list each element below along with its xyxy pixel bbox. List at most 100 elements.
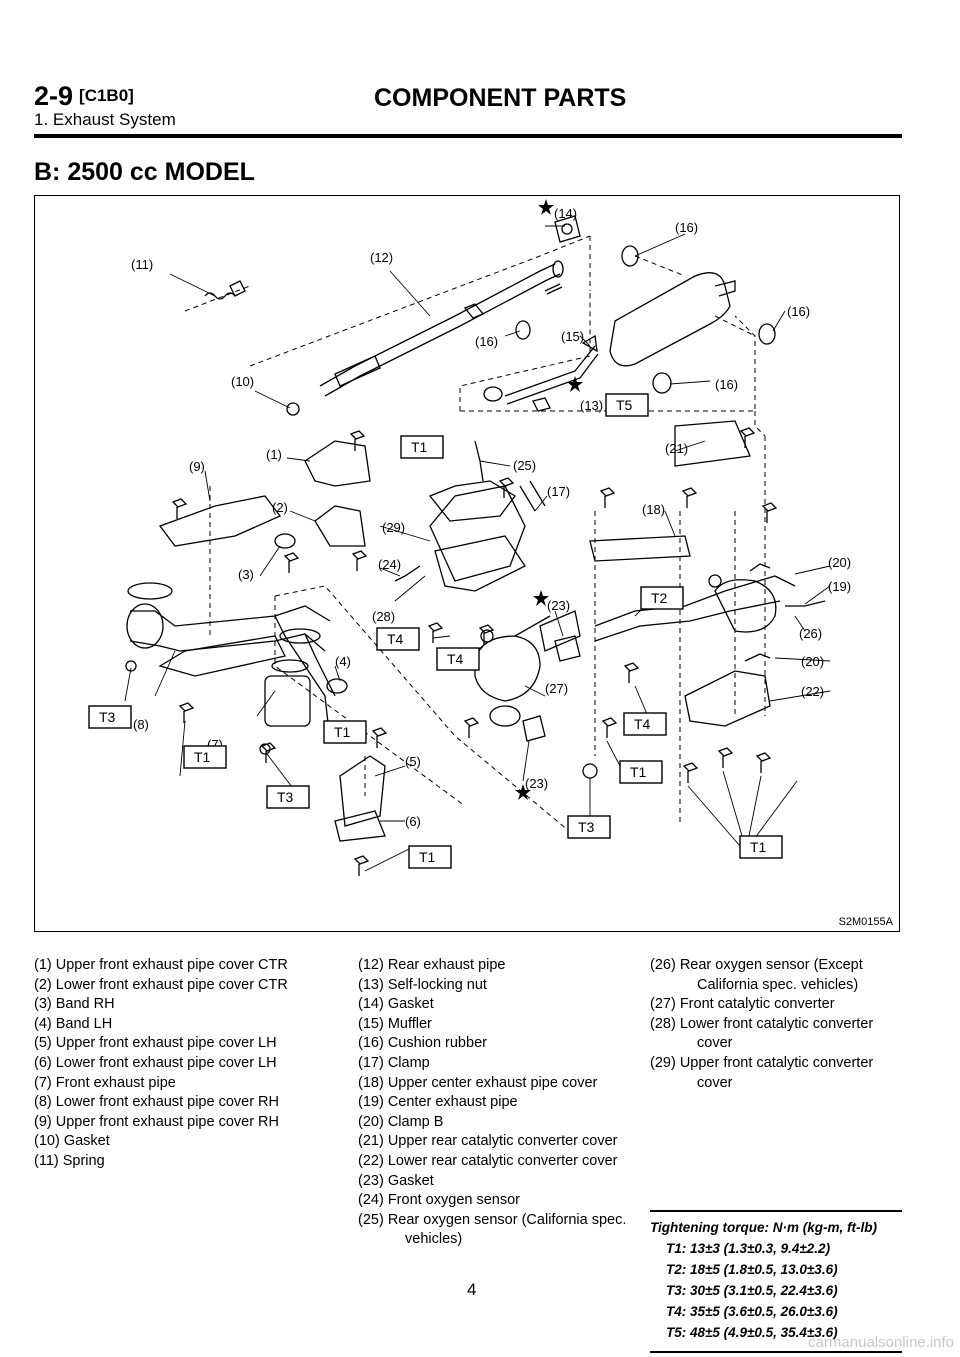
front-exhaust-pipe (126, 582, 336, 742)
torque-label-text: T4 (634, 716, 651, 732)
legend-item: (27) Front catalytic converter (650, 996, 835, 1013)
self-locking-nut (532, 397, 551, 412)
torque-label-box: T1 (400, 435, 444, 459)
section-tag: [C1B0] (79, 86, 134, 105)
legend-item: (4) Band LH (34, 1015, 113, 1032)
front-catalytic-converter (429, 485, 581, 727)
legend-item: (7) Front exhaust pipe (34, 1074, 176, 1091)
torque-label-box: T4 (623, 712, 667, 736)
page-subtitle: 1. Exhaust System (34, 110, 176, 129)
lower-front-exhaust-pipe-cover-rh (158, 635, 286, 677)
callout-label: (26) (799, 626, 822, 641)
callout-label: (10) (231, 374, 254, 389)
callout-label: (23) (525, 776, 548, 791)
upper-front-exhaust-pipe-cover-rh (158, 495, 282, 547)
legend-item: (29) Upper front catalytic converter cov… (650, 1054, 874, 1091)
legend-item: (25) Rear oxygen sensor (California spec… (358, 1211, 627, 1248)
torque-label-text: T1 (411, 439, 428, 455)
legend-item: (18) Upper center exhaust pipe cover (358, 1074, 598, 1091)
legend-item: (14) Gasket (358, 996, 434, 1013)
footer-watermark: carmanualsonline.info (808, 1334, 954, 1351)
callout-label: (24) (378, 557, 401, 572)
torque-label-box: T3 (88, 705, 132, 729)
center-exhaust-pipe (589, 535, 796, 642)
page-number: 4 (467, 1280, 477, 1299)
legend-item: (17) Clamp (358, 1054, 430, 1071)
torque-label-box: T5 (605, 393, 649, 417)
rear-exhaust-pipe (319, 260, 564, 397)
legend-item: (28) Lower front catalytic converter cov… (650, 1015, 874, 1052)
clamp-b-lower (744, 653, 771, 662)
callout-label: (5) (405, 754, 421, 769)
torque-label-box: T1 (323, 720, 367, 744)
callout-label: (6) (405, 814, 421, 829)
legend-item: (8) Lower front exhaust pipe cover RH (34, 1094, 279, 1111)
front-oxygen-sensor (394, 565, 421, 582)
legend-item: (10) Gasket (34, 1133, 110, 1150)
callout-label: (16) (787, 304, 810, 319)
torque-label-text: T1 (194, 749, 211, 765)
section-code: 2-9[C1B0] (34, 81, 134, 111)
torque-label-text: T3 (277, 789, 294, 805)
legend-column-1: (1) Upper front exhaust pipe cover CTR(2… (34, 956, 314, 1172)
callout-label: (20) (801, 654, 824, 669)
legend-item: (15) Muffler (358, 1015, 432, 1032)
clamp-17 (519, 480, 546, 512)
torque-label-box: T1 (183, 745, 227, 769)
legend-item: (9) Upper front exhaust pipe cover RH (34, 1113, 279, 1130)
star-symbols (515, 199, 583, 800)
bolts (125, 427, 778, 876)
callout-label: (20) (828, 555, 851, 570)
torque-t2: T2: 18±5 (1.8±0.5, 13.0±3.6) (666, 1262, 838, 1277)
legend-item: (12) Rear exhaust pipe (358, 957, 506, 973)
figure-id: S2M0155A (838, 916, 893, 928)
torque-label-box: T4 (436, 647, 480, 671)
lower-front-exhaust-pipe-cover-lh (334, 810, 386, 842)
legend-item: (2) Lower front exhaust pipe cover CTR (34, 976, 288, 993)
callout-label: (13) (580, 398, 603, 413)
upper-rear-catalytic-converter-cover (674, 420, 751, 467)
callout-label: (29) (382, 520, 405, 535)
legend-item: (13) Self-locking nut (358, 976, 487, 993)
torque-label-text: T2 (651, 590, 668, 606)
torque-label-text: T4 (387, 631, 404, 647)
muffler (483, 272, 736, 405)
clamp-b-upper (749, 563, 771, 572)
upper-front-exhaust-pipe-cover-lh (339, 755, 386, 827)
legend-column-3: (26) Rear oxygen sensor (Except Californ… (650, 956, 910, 1093)
torque-t3: T3: 30±5 (3.1±0.5, 22.4±3.6) (666, 1283, 838, 1298)
gasket-14 (554, 215, 581, 243)
page-title: COMPONENT PARTS (374, 84, 627, 112)
gasket-10 (286, 402, 300, 416)
callout-label: (4) (335, 654, 351, 669)
legend-item: (11) Spring (34, 1152, 105, 1169)
exhaust-diagram-drawing: (1)(2)(3)(4)(5)(6)(7)(8)(9)(10)(11)(12)(… (88, 199, 851, 876)
torque-label-text: T1 (630, 764, 647, 780)
callout-label: (3) (238, 567, 254, 582)
tightening-torque-table: Tightening torque: N·m (kg-m, ft-lb) T1:… (650, 1210, 902, 1353)
torque-label-box: T1 (739, 835, 783, 859)
torque-label-text: T1 (419, 849, 436, 865)
callout-label: (18) (642, 502, 665, 517)
header-rule (34, 134, 902, 138)
torque-label-text: T1 (334, 724, 351, 740)
torque-label-box: T4 (376, 627, 420, 651)
torque-label-text: T5 (616, 397, 633, 413)
torque-label-text: T4 (447, 651, 464, 667)
torque-t5: T5: 48±5 (4.9±0.5, 35.4±3.6) (666, 1325, 838, 1340)
callout-label: (19) (828, 579, 851, 594)
gasket-23-upper (554, 635, 581, 662)
legend-item: (26) Rear oxygen sensor (Except Californ… (650, 957, 863, 993)
torque-t4: T4: 35±5 (3.6±0.5, 26.0±3.6) (666, 1304, 838, 1319)
callout-label: (11) (131, 257, 153, 272)
legend-item: (5) Upper front exhaust pipe cover LH (34, 1035, 277, 1052)
legend-item: (23) Gasket (358, 1172, 434, 1189)
torque-heading: Tightening torque: N·m (kg-m, ft-lb) (650, 1220, 877, 1235)
callout-label: (21) (665, 441, 688, 456)
band-lh (326, 678, 348, 694)
torque-label-box: T1 (408, 845, 452, 869)
torque-label-text: T3 (99, 709, 116, 725)
callout-label: (12) (370, 250, 393, 265)
rear-oxygen-sensor-except-california (785, 600, 826, 607)
torque-label-box: T3 (567, 815, 611, 839)
